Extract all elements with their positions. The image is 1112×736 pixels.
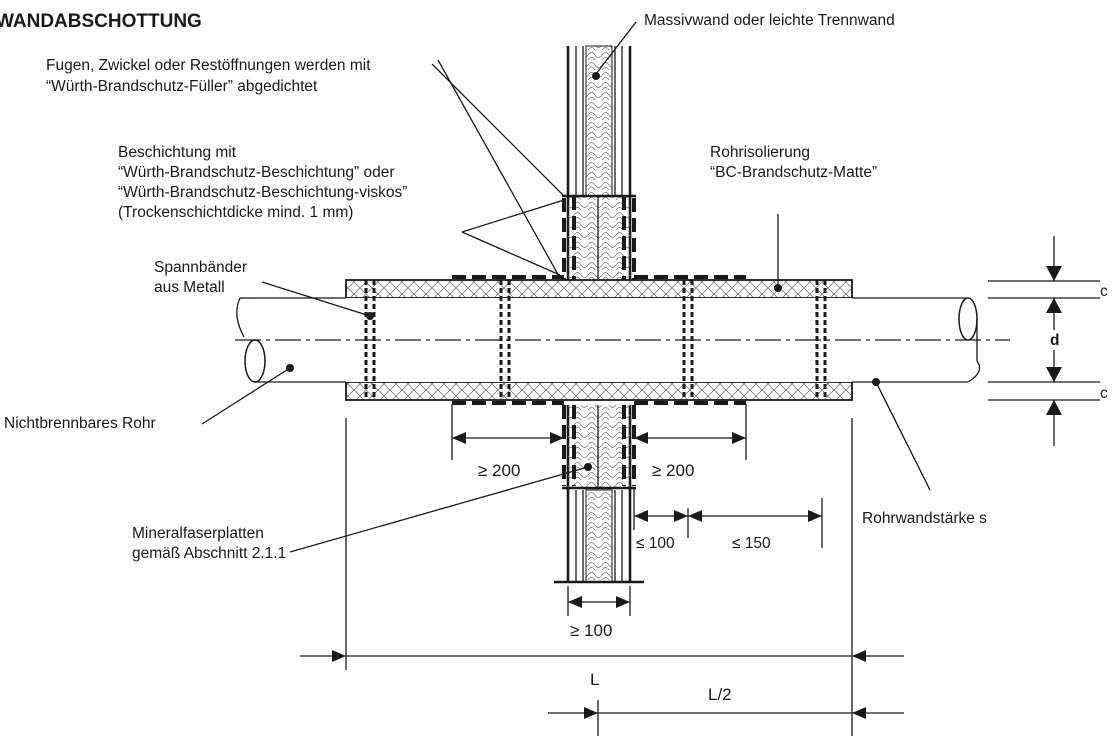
diagram-title: WANDABSCHOTTUNG <box>0 11 202 32</box>
label-straps-line1: Spannbänder <box>154 259 247 276</box>
dim-right-coating: ≥ 200 <box>652 461 694 480</box>
dim-left-coating: ≥ 200 <box>478 461 520 480</box>
label-wall-thickness: Rohrwandstärke s <box>862 510 987 527</box>
label-joints-line2: “Würth-Brandschutz-Füller” abgedichtet <box>46 78 318 95</box>
mineral-fiber-plates <box>562 194 636 490</box>
dim-max-100: ≤ 100 <box>636 535 675 552</box>
label-coating-line1: Beschichtung mit <box>118 144 237 161</box>
label-coating-line2: “Würth-Brandschutz-Beschichtung” oder <box>118 164 395 181</box>
label-mineral-line1: Mineralfaserplatten <box>132 525 264 542</box>
label-insulation-line1: Rohrisolierung <box>710 144 810 161</box>
dim-c-top: c <box>1100 283 1108 300</box>
label-coating-line4: (Trockenschichtdicke mind. 1 mm) <box>118 204 353 221</box>
label-straps-line2: aus Metall <box>154 279 225 296</box>
pipe-insulation <box>345 275 853 405</box>
dim-half-length: L/2 <box>708 685 732 704</box>
label-joints-line1: Fugen, Zwickel oder Restöffnungen werden… <box>46 57 371 74</box>
label-pipe: Nichtbrennbares Rohr <box>4 415 156 432</box>
dim-max-150: ≤ 150 <box>732 535 771 552</box>
label-coating-line3: “Würth-Brandschutz-Beschichtung-viskos” <box>118 184 407 201</box>
metal-straps <box>364 280 827 400</box>
label-wall-type: Massivwand oder leichte Trennwand <box>644 12 895 29</box>
dim-c-bottom: c <box>1100 385 1108 402</box>
label-insulation-line2: “BC-Brandschutz-Matte” <box>710 164 877 181</box>
dim-length: L <box>590 670 599 689</box>
dim-d: d <box>1050 332 1059 349</box>
label-mineral-line2: gemäß Abschnitt 2.1.1 <box>132 545 286 562</box>
leader-lines <box>201 21 931 553</box>
dimension-lines <box>300 236 1100 736</box>
dim-min-100: ≥ 100 <box>570 621 612 640</box>
